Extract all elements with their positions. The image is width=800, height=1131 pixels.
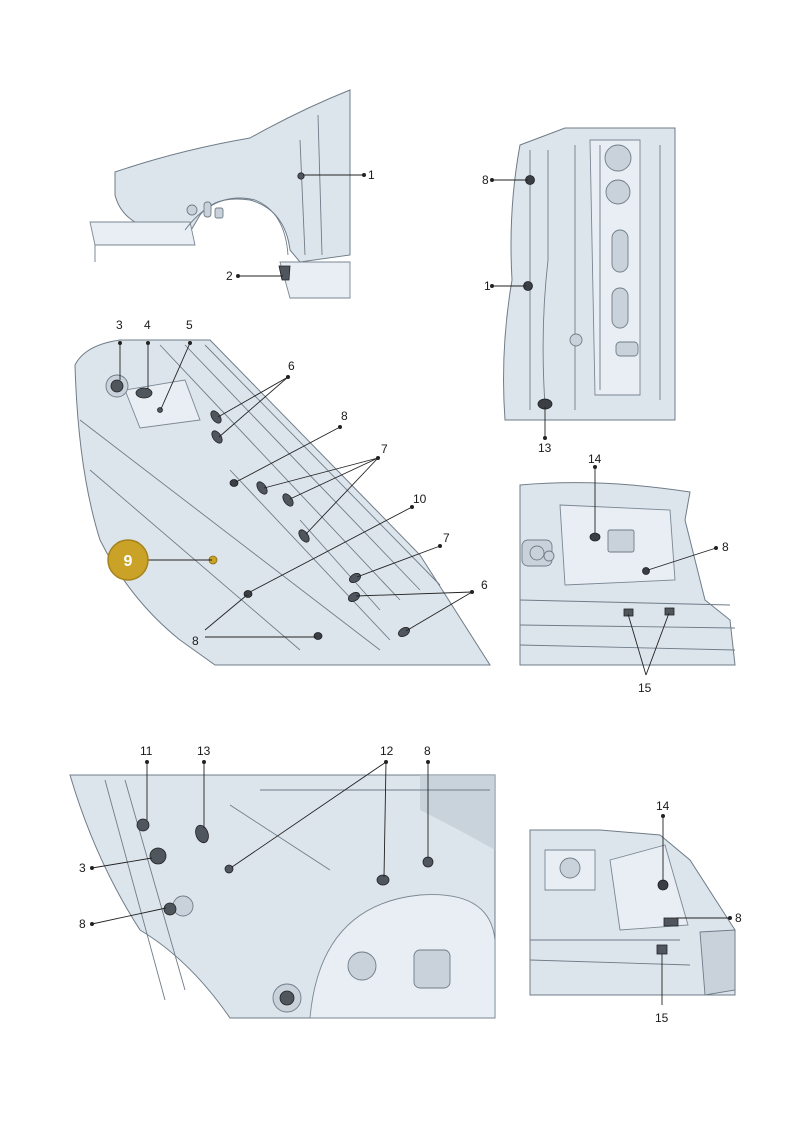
front-fender-view [89,89,351,299]
callout-9: 9 [124,553,133,570]
callout-8-d: 8 [722,540,729,554]
callout-1-a: 1 [368,168,375,182]
callout-14-f: 14 [656,799,670,813]
callout-15-f: 15 [655,1011,669,1025]
callout-8-c-top: 8 [341,409,348,423]
underbody-floor-view [74,339,491,666]
callout-14-d: 14 [588,452,602,466]
callout-13-e: 13 [197,744,211,758]
rear-corner-view [529,829,736,996]
callout-3-c: 3 [116,318,123,332]
callout-2: 2 [226,269,233,283]
callout-labels: 1 2 8 1 13 3 4 5 6 8 7 10 7 6 8 9 14 8 1… [79,168,742,1025]
callout-4: 4 [144,318,151,332]
callout-6-c-top: 6 [288,359,295,373]
callout-8-f: 8 [735,911,742,925]
callout-5: 5 [186,318,193,332]
callout-15-d: 15 [638,681,652,695]
b-pillar-view [503,127,676,421]
callout-8-c-bottom: 8 [192,634,199,648]
wheel-arch-view [69,774,496,1019]
callout-7-c-bottom: 7 [443,531,450,545]
callout-8-b: 8 [482,173,489,187]
callout-8-e-left: 8 [79,917,86,931]
callout-7-c-top: 7 [381,442,388,456]
callout-6-c-bottom: 6 [481,578,488,592]
highlight-badge-9: 9 [107,539,149,581]
callout-8-e-right: 8 [424,744,431,758]
rear-trunk-view [519,482,736,666]
callout-12: 12 [380,744,394,758]
callout-1-b: 1 [484,279,491,293]
callout-10: 10 [413,492,427,506]
callout-13-b: 13 [538,441,552,455]
callout-3-e: 3 [79,861,86,875]
callout-11: 11 [140,744,153,758]
callout-leaders [90,173,732,1005]
